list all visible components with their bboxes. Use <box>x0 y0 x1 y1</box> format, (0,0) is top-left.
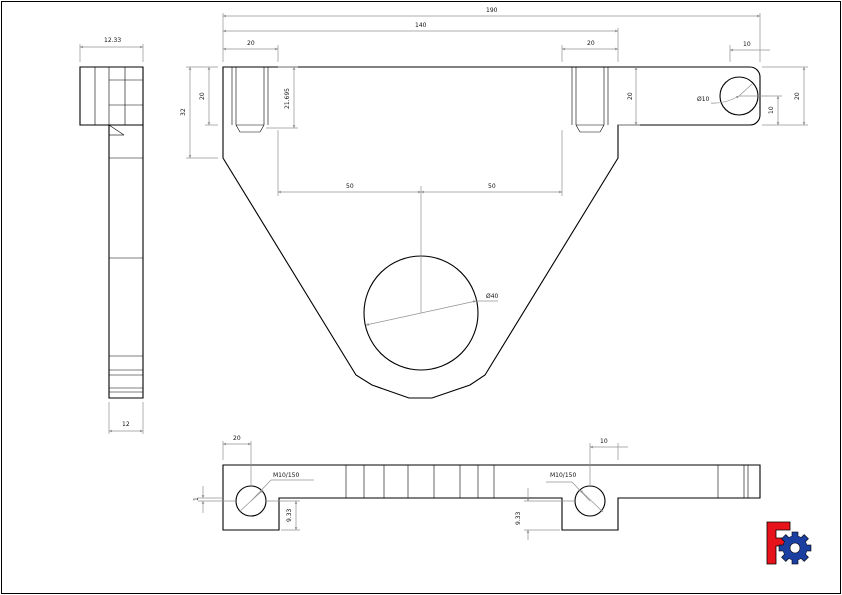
slot-depth-value-dimension: 21.695 <box>266 66 298 129</box>
bottom-view <box>222 464 761 531</box>
slot-right-label: 20 <box>587 40 595 47</box>
slot-depth-value-label: 21.695 <box>284 88 291 109</box>
bottom-left-offset-label: 20 <box>233 435 241 442</box>
eye-half-height-dimension: 10 <box>739 95 782 126</box>
slot-depth-right-label: 20 <box>627 92 634 100</box>
depth-left-dimension: 9.33 <box>266 500 300 531</box>
side-thickness-dimension: 12 <box>108 402 144 434</box>
gear-icon <box>778 531 812 565</box>
inner-length-dimension: 140 <box>222 22 619 62</box>
slot-depth-right-dimension: 20 <box>618 67 640 126</box>
depth-right-dimension: 9.33 <box>515 488 575 540</box>
side-view <box>79 66 144 399</box>
slot-left-label: 20 <box>247 40 255 47</box>
slot-depth-left-label: 20 <box>199 92 206 100</box>
center-left-label: 50 <box>346 183 354 190</box>
arm-height-dimension: 32 <box>180 66 218 159</box>
thread-left-callout: M10/150 <box>238 472 314 513</box>
eye-half-height-label: 10 <box>768 106 775 114</box>
eye-height-dimension: 20 <box>762 66 808 126</box>
slot-left-dimension: 20 <box>222 40 279 62</box>
big-hole-label: Ø40 <box>486 293 499 300</box>
bottom-left-offset-dimension: 20 <box>222 435 252 486</box>
slot-right-dimension: 20 <box>561 40 618 62</box>
side-width-dimension: 12.33 <box>79 37 144 62</box>
hole-center-dimensions: 50 50 <box>277 130 563 313</box>
eye-height-label: 20 <box>794 92 801 100</box>
eye-offset-dimension: 10 <box>729 41 770 62</box>
side-thickness-label: 12 <box>122 421 130 428</box>
depth-left-label: 9.33 <box>286 508 293 522</box>
side-width-label: 12.33 <box>104 37 121 44</box>
freecad-logo <box>766 521 812 565</box>
front-view <box>222 66 761 399</box>
center-right-label: 50 <box>488 183 496 190</box>
overall-length-label: 190 <box>486 7 498 14</box>
thread-left-label: M10/150 <box>273 472 299 479</box>
arm-height-label: 32 <box>180 108 187 116</box>
bottom-right-offset-dimension: 10 <box>589 438 628 486</box>
thread-right-callout: M10/150 <box>546 472 604 513</box>
eye-offset-label: 10 <box>743 41 751 48</box>
bottom-step-dimension: 1 <box>193 486 236 513</box>
depth-right-label: 9.33 <box>515 511 522 525</box>
bottom-right-offset-label: 10 <box>600 438 608 445</box>
slot-depth-left-dimension: 20 <box>199 67 218 126</box>
eye-hole-label: Ø10 <box>697 96 710 103</box>
big-hole-callout: Ø40 <box>365 293 499 326</box>
thread-right-label: M10/150 <box>550 472 576 479</box>
overall-length-dimension: 190 <box>222 7 761 62</box>
inner-length-label: 140 <box>415 22 427 29</box>
eye-hole-callout: Ø10 <box>697 83 753 104</box>
bottom-step-label: 1 <box>193 497 200 501</box>
